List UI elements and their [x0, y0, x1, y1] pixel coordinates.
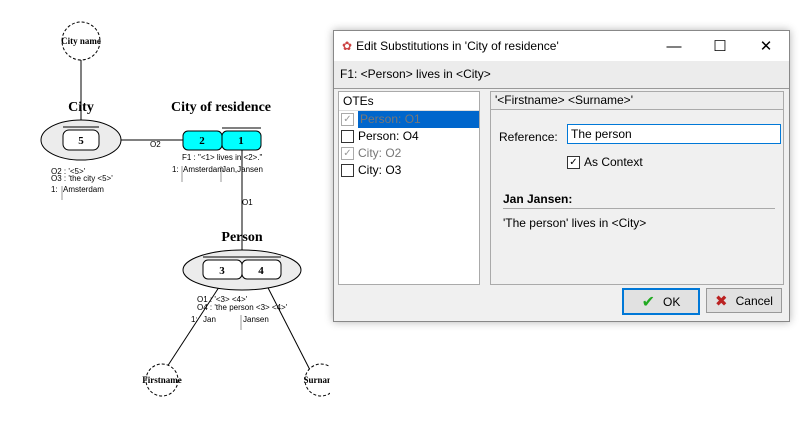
- close-button[interactable]: ✕: [759, 38, 773, 55]
- svg-text:Amsterdam: Amsterdam: [63, 185, 104, 194]
- svg-text:O3 : 'the city <5>': O3 : 'the city <5>': [51, 174, 113, 183]
- checkbox[interactable]: [341, 164, 354, 177]
- list-item[interactable]: City: O3: [339, 162, 479, 179]
- title-bar: ✿ Edit Substitutions in 'City of residen…: [334, 31, 789, 61]
- fact-type-label: City of residence: [171, 100, 271, 115]
- reference-input[interactable]: [567, 124, 781, 144]
- svg-text:O2: O2: [150, 140, 161, 149]
- svg-text:Firstname: Firstname: [142, 375, 182, 385]
- role-box-1: [221, 130, 262, 151]
- as-context-checkbox[interactable]: ✓As Context: [567, 155, 643, 169]
- svg-text:Jan: Jan: [203, 315, 216, 324]
- svg-text:2: 2: [199, 135, 205, 147]
- reference-label: Reference:: [499, 130, 558, 144]
- check-icon: ✔: [641, 293, 656, 311]
- list-item[interactable]: ✓City: O2: [339, 145, 479, 162]
- fact-type-reading: F1: <Person> lives in <City>: [334, 61, 789, 89]
- preview-text: 'The person' lives in <City>: [503, 216, 647, 230]
- svg-text:1: 1: [238, 135, 244, 147]
- svg-text:4: 4: [258, 265, 264, 277]
- svg-text:1:: 1:: [191, 315, 198, 324]
- svg-text:O2 : '<5>': O2 : '<5>': [51, 167, 86, 176]
- svg-text:5: 5: [78, 135, 84, 147]
- list-item[interactable]: Person: O4: [339, 128, 479, 145]
- svg-text:F1 : "<1> lives in <2>.": F1 : "<1> lives in <2>.": [182, 153, 263, 162]
- checkbox[interactable]: ✓: [341, 147, 354, 160]
- svg-text:O1 : '<3> <4>': O1 : '<3> <4>': [197, 295, 248, 304]
- svg-text:Surname: Surname: [303, 375, 330, 385]
- svg-text:O4 : 'the person <3> <4>': O4 : 'the person <3> <4>': [197, 303, 288, 312]
- city-name-value-type: [61, 21, 101, 61]
- cancel-button[interactable]: ✖Cancel: [706, 288, 782, 313]
- x-icon: ✖: [715, 292, 728, 310]
- svg-text:O1: O1: [242, 198, 253, 207]
- orm-diagram: City name City 5 O2 : '<5>' O3 : 'the ci…: [40, 21, 330, 397]
- checkbox[interactable]: ✓: [341, 113, 354, 126]
- svg-text:City name: City name: [61, 36, 101, 46]
- list-header: OTEs: [339, 92, 479, 111]
- svg-text:Jan,Jansen: Jan,Jansen: [222, 165, 263, 174]
- panel-header: '<Firstname> <Surname>': [491, 92, 783, 110]
- city-role: [62, 129, 100, 151]
- preview-title: Jan Jansen:: [503, 192, 775, 209]
- app-icon: ✿: [342, 39, 353, 53]
- minimize-button[interactable]: —: [666, 37, 682, 55]
- edit-substitutions-dialog: ✿ Edit Substitutions in 'City of residen…: [333, 30, 790, 322]
- svg-text:1:: 1:: [172, 165, 179, 174]
- svg-text:Jansen: Jansen: [243, 315, 269, 324]
- ok-button[interactable]: ✔OK: [622, 288, 700, 315]
- maximize-button[interactable]: ☐: [713, 38, 727, 55]
- checkbox[interactable]: [341, 130, 354, 143]
- city-entity-label: City: [68, 100, 94, 115]
- list-item[interactable]: ✓Person: O1: [339, 111, 479, 128]
- person-entity-label: Person: [221, 230, 262, 245]
- svg-text:1:: 1:: [51, 185, 58, 194]
- substitution-panel: '<Firstname> <Surname>' Reference: ✓As C…: [490, 91, 784, 285]
- dialog-title: Edit Substitutions in 'City of residence…: [356, 39, 559, 53]
- otes-list[interactable]: OTEs ✓Person: O1 Person: O4 ✓City: O2 Ci…: [338, 91, 480, 285]
- svg-text:Amsterdam: Amsterdam: [183, 165, 224, 174]
- svg-text:3: 3: [219, 265, 225, 277]
